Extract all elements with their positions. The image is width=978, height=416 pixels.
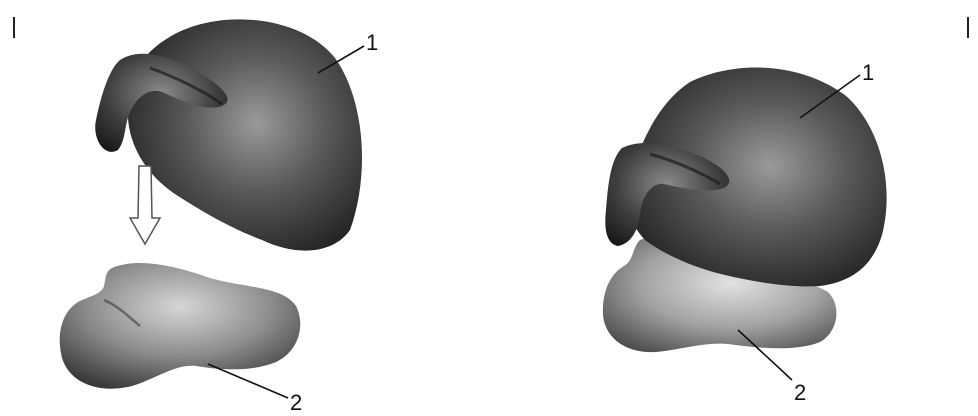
left-panel: 1 2 [60,19,379,415]
label-small-subunit-left: 2 [290,390,302,415]
label-large-subunit-right: 1 [862,60,874,85]
large-subunit-left [128,19,362,250]
small-subunit-left [60,263,301,389]
dissociation-arrow [130,166,160,244]
label-large-subunit-left: 1 [366,30,378,55]
label-small-subunit-right: 2 [794,380,806,405]
right-panel: 1 2 [603,60,887,405]
leader-line-small-left [208,364,288,398]
